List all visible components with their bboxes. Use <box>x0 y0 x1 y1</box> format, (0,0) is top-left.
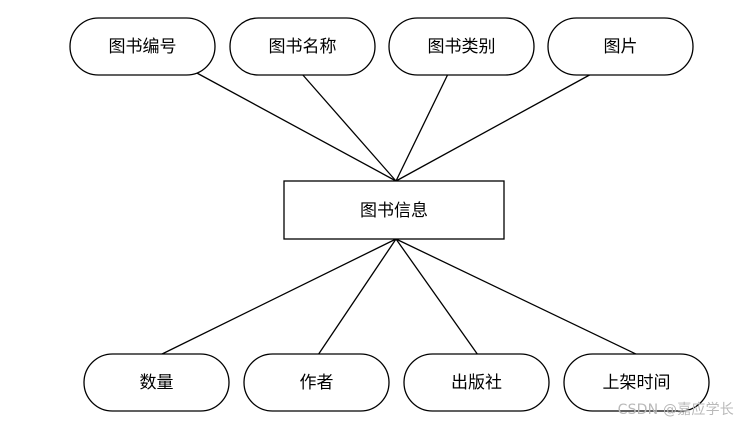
connector-author <box>317 238 397 356</box>
connector-publisher <box>395 238 479 356</box>
attribute-quantity: 数量 <box>83 353 230 412</box>
attribute-label: 上架时间 <box>603 373 671 393</box>
connector-quantity <box>157 238 397 357</box>
attribute-label: 图书类别 <box>428 37 496 57</box>
attribute-label: 图书名称 <box>269 37 337 57</box>
connector-picture <box>395 71 596 182</box>
attribute-label: 作者 <box>300 373 334 393</box>
attribute-label: 图书编号 <box>109 37 177 57</box>
connector-shelf-time <box>395 238 641 357</box>
attribute-book-id: 图书编号 <box>69 17 216 76</box>
attribute-author: 作者 <box>243 353 390 412</box>
entity-label: 图书信息 <box>360 201 428 221</box>
connector-book-category <box>395 73 449 182</box>
attribute-publisher: 出版社 <box>403 353 550 412</box>
attribute-label: 数量 <box>140 373 174 393</box>
attribute-shelf-time: 上架时间 <box>563 353 710 412</box>
connector-book-name <box>301 73 397 182</box>
attribute-book-category: 图书类别 <box>388 17 535 76</box>
attribute-label: 出版社 <box>451 373 502 393</box>
connector-book-id <box>194 71 397 182</box>
attribute-picture: 图片 <box>547 17 694 76</box>
connectors <box>157 71 641 357</box>
attribute-label: 图片 <box>604 37 638 57</box>
entity-book-info: 图书信息 <box>283 180 505 240</box>
watermark: CSDN @嘉应学长 <box>617 402 734 418</box>
attribute-book-name: 图书名称 <box>229 17 376 76</box>
